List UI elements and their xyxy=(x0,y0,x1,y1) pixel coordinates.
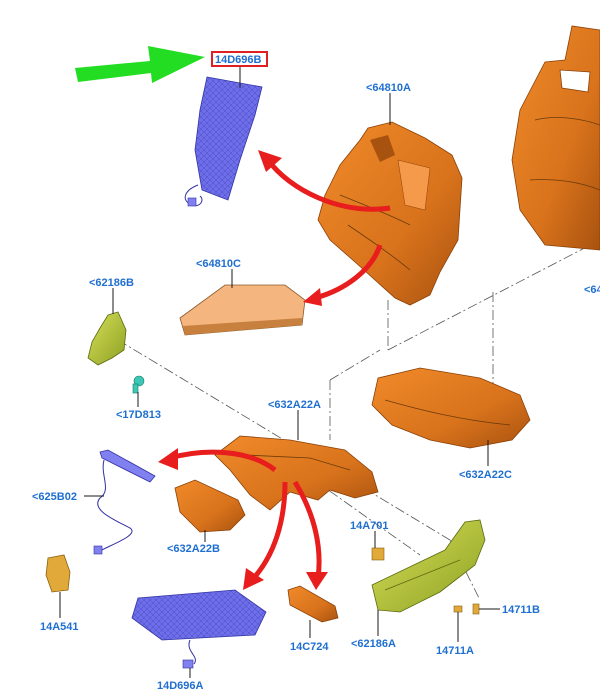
label-14A701[interactable]: 14A701 xyxy=(350,520,389,532)
label-62186A[interactable]: <62186A xyxy=(351,638,396,650)
side-bolster xyxy=(174,479,246,533)
label-625B02[interactable]: <625B02 xyxy=(32,491,77,503)
switch xyxy=(371,547,385,561)
screw-14711A xyxy=(453,605,463,613)
cushion-heater-mat xyxy=(131,589,267,669)
part-labels: 14D696B <64810A <64 <64810C <62186B <17D… xyxy=(32,54,600,692)
back-heater-mat xyxy=(184,76,263,207)
label-632A22A[interactable]: <632A22A xyxy=(268,399,321,411)
label-64810A[interactable]: <64810A xyxy=(366,82,411,94)
cushion-frame xyxy=(214,435,379,511)
module xyxy=(45,554,71,593)
screw-14711B xyxy=(472,603,480,615)
label-632A22C[interactable]: <632A22C xyxy=(459,469,512,481)
label-14D696A[interactable]: 14D696A xyxy=(157,680,204,692)
leader-lines xyxy=(59,66,500,678)
green-arrow xyxy=(75,46,205,83)
label-64810C[interactable]: <64810C xyxy=(196,258,241,270)
cushion-pad xyxy=(371,367,531,449)
clip xyxy=(132,375,145,394)
label-14711A[interactable]: 14711A xyxy=(436,645,474,657)
side-shield xyxy=(371,519,486,613)
highlight-box xyxy=(211,51,268,67)
label-14C724[interactable]: 14C724 xyxy=(290,641,329,653)
control xyxy=(287,585,339,623)
label-62186B[interactable]: <62186B xyxy=(89,277,134,289)
red-arrows xyxy=(158,150,391,590)
back-foam-pad xyxy=(179,284,306,336)
label-64-right[interactable]: <64 xyxy=(584,284,600,296)
label-17D813[interactable]: <17D813 xyxy=(116,409,161,421)
label-14D696B[interactable]: 14D696B xyxy=(215,54,262,66)
hinge-cover xyxy=(87,311,127,366)
label-14711B[interactable]: 14711B xyxy=(502,604,540,616)
label-14A541[interactable]: 14A541 xyxy=(40,621,79,633)
label-632A22B[interactable]: <632A22B xyxy=(167,543,220,555)
seat-back xyxy=(317,121,463,306)
wire-harness xyxy=(93,449,156,555)
right-seat xyxy=(511,25,600,251)
